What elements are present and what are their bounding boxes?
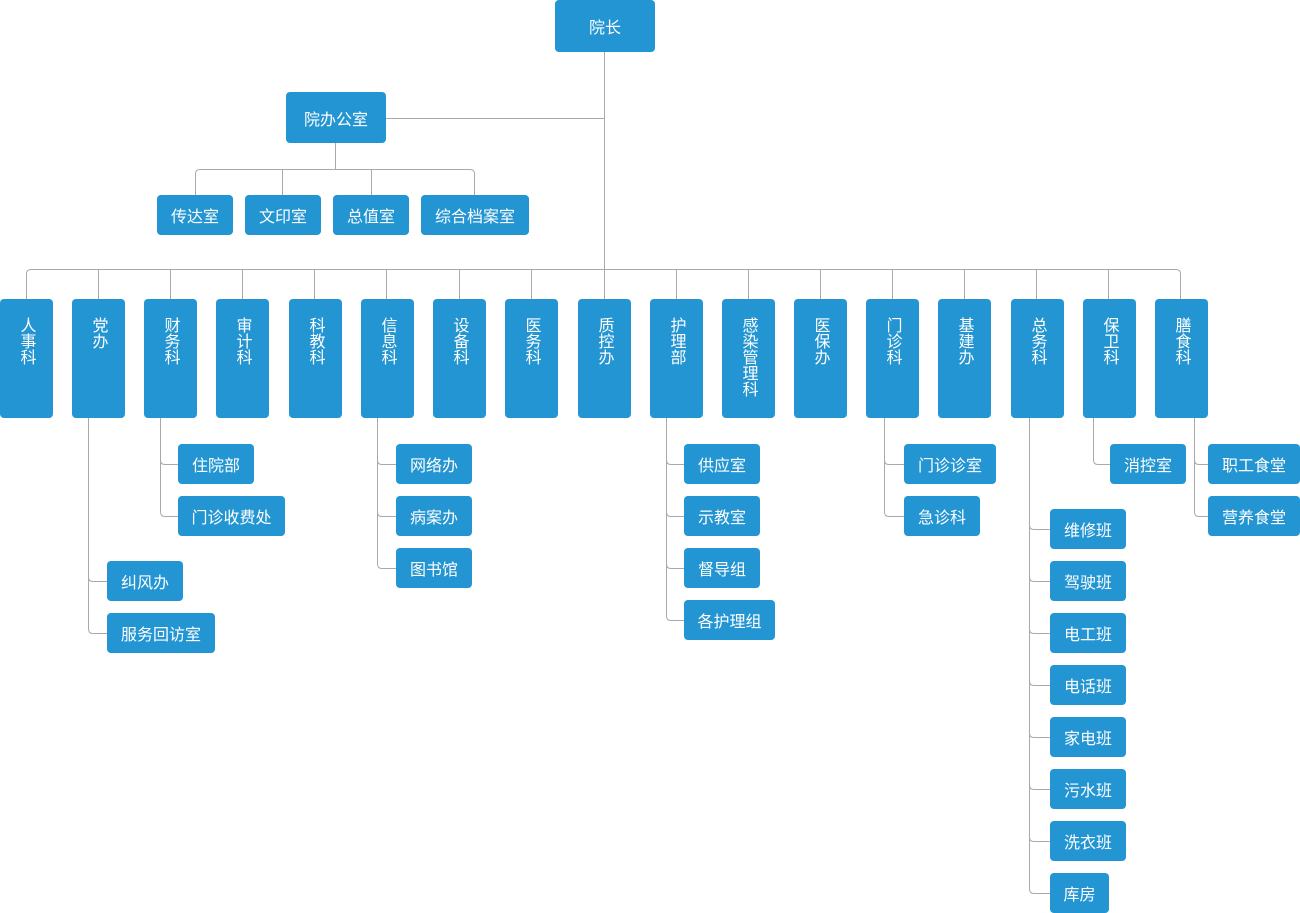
node-label: 膳食科 [1172, 317, 1192, 365]
node-teaching-room: 示教室 [684, 496, 760, 536]
node-staff-canteen: 职工食堂 [1208, 444, 1300, 484]
node-dept-catering: 膳食科 [1155, 299, 1208, 418]
node-label: 家电班 [1063, 729, 1112, 748]
node-label: 党办 [89, 317, 109, 349]
node-label: 总务科 [1028, 317, 1048, 365]
node-label: 医保办 [811, 317, 831, 365]
node-network-office: 网络办 [396, 444, 472, 484]
node-electrician-team: 电工班 [1050, 613, 1126, 653]
node-printing-room: 文印室 [245, 195, 321, 235]
node-duty-room: 总值室 [333, 195, 409, 235]
node-warehouse: 库房 [1050, 873, 1109, 913]
node-label: 职工食堂 [1221, 456, 1286, 475]
node-sewage-team: 污水班 [1050, 769, 1126, 809]
node-archives-room: 综合档案室 [421, 195, 529, 235]
node-dept-audit: 审计科 [216, 299, 269, 418]
node-label: 门诊诊室 [917, 456, 982, 475]
node-dept-medical-affairs: 医务科 [505, 299, 558, 418]
node-label: 服务回访室 [120, 625, 201, 644]
node-laundry-team: 洗衣班 [1050, 821, 1126, 861]
node-label: 示教室 [697, 508, 746, 527]
node-label: 病案办 [409, 508, 458, 527]
node-label: 图书馆 [409, 560, 458, 579]
node-label: 基建办 [955, 317, 975, 365]
node-supervision-group: 督导组 [684, 548, 760, 588]
node-reception-room: 传达室 [157, 195, 233, 235]
node-dept-equipment: 设备科 [433, 299, 486, 418]
node-label: 总值室 [346, 207, 395, 226]
node-nursing-groups: 各护理组 [684, 600, 775, 640]
node-label: 门诊科 [883, 317, 903, 365]
node-label: 洗衣班 [1063, 833, 1112, 852]
node-label: 营养食堂 [1221, 508, 1286, 527]
node-inpatient-billing: 住院部 [178, 444, 254, 484]
node-follow-up-room: 服务回访室 [107, 613, 215, 653]
node-office: 院办公室 [286, 92, 386, 143]
node-director: 院长 [555, 0, 655, 52]
node-discipline-office: 纠风办 [107, 561, 183, 601]
node-label: 督导组 [697, 560, 746, 579]
node-dept-general-affairs: 总务科 [1011, 299, 1064, 418]
node-label: 设备科 [450, 317, 470, 365]
node-label: 门诊收费处 [191, 508, 272, 527]
node-label: 污水班 [1063, 781, 1112, 800]
node-label: 科教科 [306, 317, 326, 365]
node-dept-quality-control: 质控办 [578, 299, 631, 418]
node-label: 网络办 [409, 456, 458, 475]
node-label: 保卫科 [1100, 317, 1120, 365]
node-label: 财务科 [161, 317, 181, 365]
node-fire-control-room: 消控室 [1110, 444, 1186, 484]
node-telephone-team: 电话班 [1050, 665, 1126, 705]
node-label: 住院部 [191, 456, 240, 475]
node-clinic-rooms: 门诊诊室 [904, 444, 996, 484]
node-dept-infection-control: 感染管理科 [722, 299, 775, 418]
node-label: 各护理组 [697, 612, 762, 631]
node-label: 人事科 [17, 317, 37, 365]
node-label: 文印室 [258, 207, 307, 226]
node-label: 审计科 [233, 317, 253, 365]
node-dept-hr: 人事科 [0, 299, 53, 418]
node-label: 院办公室 [303, 109, 368, 129]
node-label: 电话班 [1063, 677, 1112, 696]
node-label: 消控室 [1123, 456, 1172, 475]
node-dept-outpatient: 门诊科 [866, 299, 919, 418]
node-label: 急诊科 [917, 508, 966, 527]
node-label: 医务科 [522, 317, 542, 365]
node-library: 图书馆 [396, 548, 472, 588]
node-label: 质控办 [595, 317, 615, 365]
node-emergency: 急诊科 [904, 496, 980, 536]
node-label: 维修班 [1063, 521, 1112, 540]
node-appliance-team: 家电班 [1050, 717, 1126, 757]
node-label: 感染管理科 [739, 317, 759, 397]
node-label: 信息科 [378, 317, 398, 365]
node-dept-medical-insurance: 医保办 [794, 299, 847, 418]
node-label: 库房 [1063, 885, 1096, 904]
node-label: 供应室 [697, 456, 746, 475]
node-label: 院长 [588, 18, 621, 37]
node-dept-nursing: 护理部 [650, 299, 703, 418]
node-dept-finance: 财务科 [144, 299, 197, 418]
node-label: 综合档案室 [434, 207, 515, 226]
node-label: 传达室 [170, 207, 219, 226]
node-dept-construction: 基建办 [938, 299, 991, 418]
node-dept-education: 科教科 [289, 299, 342, 418]
node-supply-room: 供应室 [684, 444, 760, 484]
node-maintenance-team: 维修班 [1050, 509, 1126, 549]
node-driving-team: 驾驶班 [1050, 561, 1126, 601]
node-label: 纠风办 [120, 573, 169, 592]
node-label: 电工班 [1063, 625, 1112, 644]
node-dept-information: 信息科 [361, 299, 414, 418]
node-dept-party: 党办 [72, 299, 125, 418]
node-label: 驾驶班 [1063, 573, 1112, 592]
node-records-office: 病案办 [396, 496, 472, 536]
node-outpatient-cashier: 门诊收费处 [178, 496, 285, 536]
node-nutrition-canteen: 营养食堂 [1208, 496, 1300, 536]
node-dept-security: 保卫科 [1083, 299, 1136, 418]
node-label: 护理部 [667, 317, 687, 365]
